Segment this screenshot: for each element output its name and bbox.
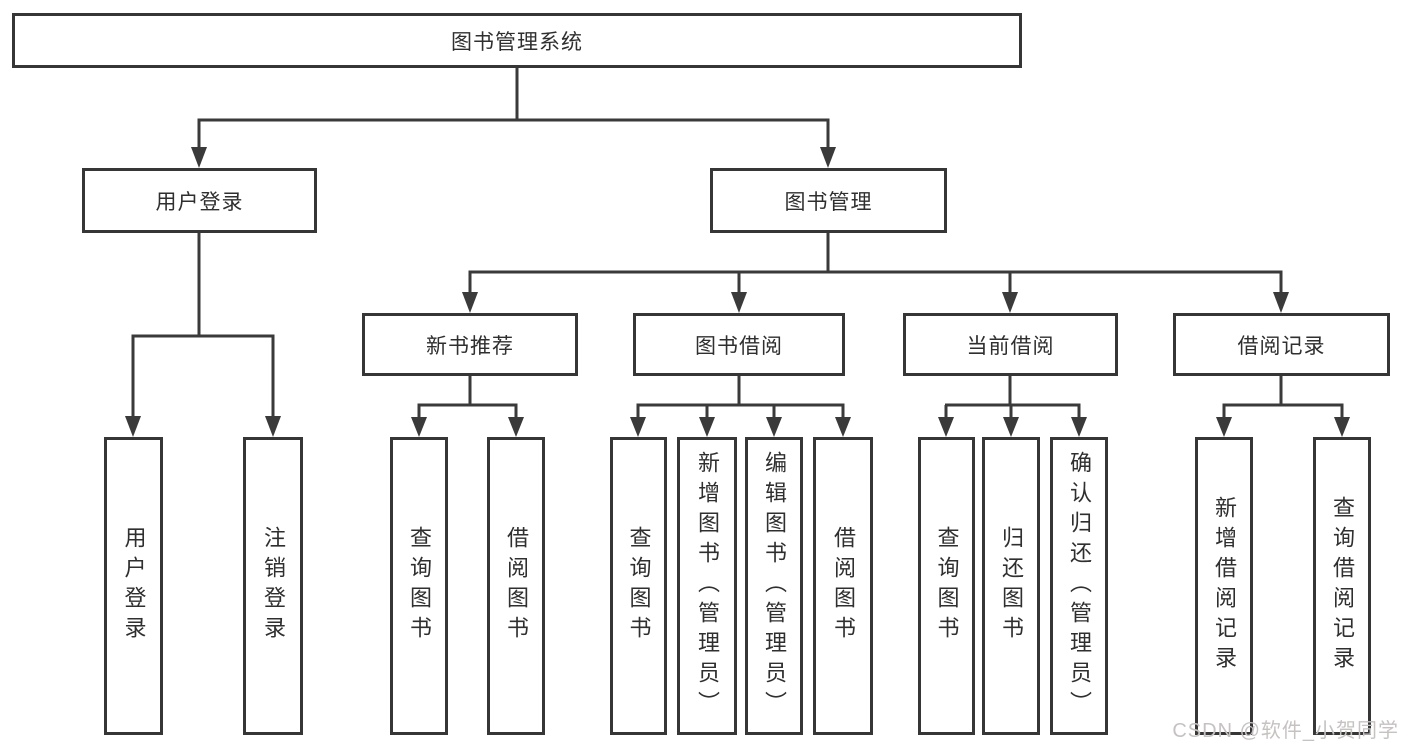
node-book-management: 图书管理	[710, 168, 947, 233]
leaf-user-login: 用户登录	[104, 437, 163, 735]
leaf-logout: 注销登录	[243, 437, 303, 735]
leaf-add-borrow-record: 新增借阅记录	[1195, 437, 1253, 735]
leaf-query-borrow-record: 查询借阅记录	[1313, 437, 1371, 735]
leaf-query-books-3: 查询图书	[918, 437, 975, 735]
leaf-borrow-books-2: 借阅图书	[813, 437, 873, 735]
leaf-return-books: 归还图书	[982, 437, 1040, 735]
node-new-book-recommendation: 新书推荐	[362, 313, 578, 376]
csdn-watermark: CSDN @软件_小贺同学	[1172, 720, 1399, 742]
node-book-management-system: 图书管理系统	[12, 13, 1022, 68]
leaf-edit-books-admin: 编辑图书（管理员）	[745, 437, 803, 735]
leaf-query-books-2: 查询图书	[610, 437, 667, 735]
leaf-add-books-admin: 新增图书（管理员）	[677, 437, 737, 735]
leaf-confirm-return-admin: 确认归还（管理员）	[1050, 437, 1108, 735]
node-borrowing-records: 借阅记录	[1173, 313, 1390, 376]
node-user-login: 用户登录	[82, 168, 317, 233]
node-current-borrowing: 当前借阅	[903, 313, 1118, 376]
node-book-borrowing: 图书借阅	[633, 313, 845, 376]
leaf-borrow-books-1: 借阅图书	[487, 437, 545, 735]
leaf-query-books-1: 查询图书	[390, 437, 448, 735]
